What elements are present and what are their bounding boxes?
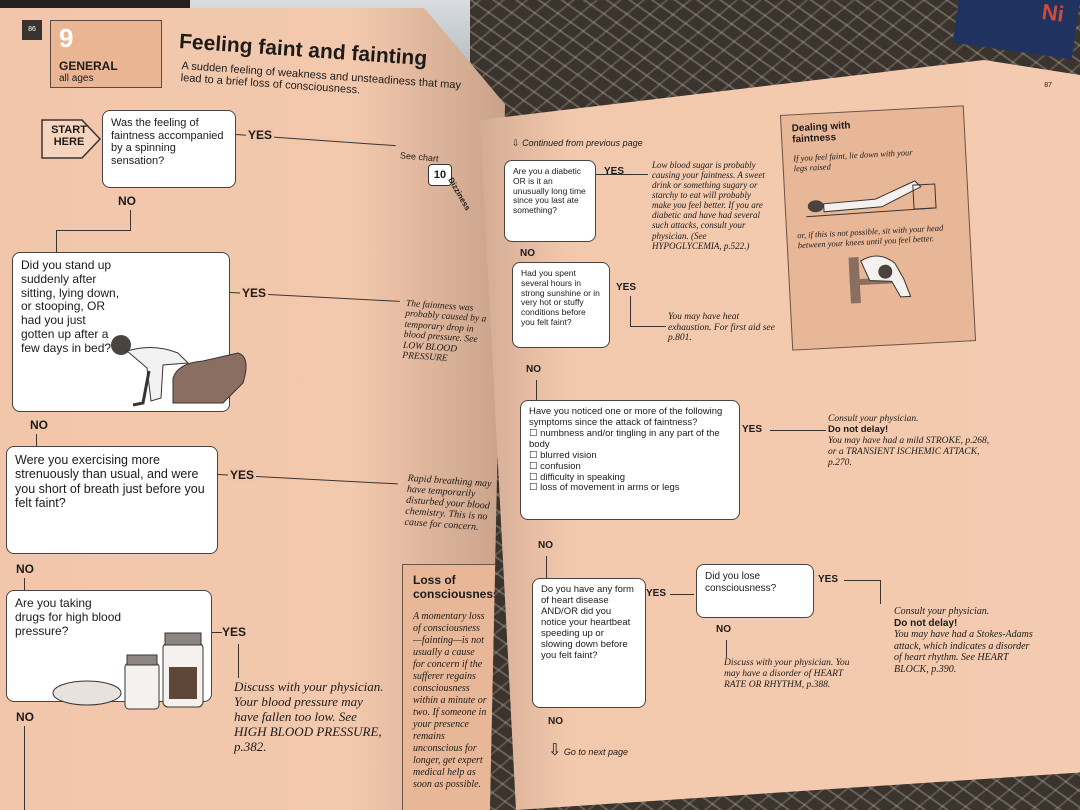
q4-yes-line-b xyxy=(238,644,240,678)
sidebar-text-1: If you feel faint, lie down with your le… xyxy=(792,147,913,174)
q7-yes-label: YES xyxy=(742,424,763,435)
q8-yes-label: YES xyxy=(646,588,667,599)
q1-yes-result: See chart xyxy=(399,150,439,164)
right-page-number: 87 xyxy=(1044,82,1052,89)
q4-yes-result: Discuss with your physician. Your blood … xyxy=(234,679,384,754)
sidebar-text: A momentary loss of consciousness—fainti… xyxy=(413,611,487,790)
q9-no-line xyxy=(726,640,728,658)
loss-of-consciousness-box: Loss of consciousness A momentary loss o… xyxy=(402,564,500,810)
q1-chart-name: Dizziness xyxy=(446,176,473,213)
q9-no-result: Discuss with your physician. You may hav… xyxy=(724,658,850,690)
question-lose-consciousness: Did you lose consciousness? xyxy=(696,564,814,618)
q5-yes-line xyxy=(596,174,648,176)
q7-yes-line xyxy=(770,430,826,432)
q9-yes-result: Consult your physician. Do not delay! Yo… xyxy=(894,606,1033,675)
chapter-category: GENERAL xyxy=(59,59,118,73)
q6-yes-line-b xyxy=(630,326,666,328)
checkbox-icon: ☐ xyxy=(529,471,541,483)
sidebar-title-right: Dealing with faintness xyxy=(791,120,851,146)
chapter-number: 9 xyxy=(59,23,74,53)
start-label: START HERE xyxy=(51,124,87,148)
q4-no-label: NO xyxy=(16,710,34,724)
go-next-label: ⇩ Go to next page xyxy=(548,740,628,760)
q6-yes-label: YES xyxy=(616,282,637,293)
book-spine-text: Ni xyxy=(1040,0,1066,27)
checkbox-icon: ☐ xyxy=(529,482,541,494)
question-heat: Had you spent several hours in strong su… xyxy=(512,262,610,348)
q4-no-line xyxy=(24,726,26,810)
q3-yes-label: YES xyxy=(228,468,257,482)
q8-yes-line xyxy=(670,594,694,596)
q2-yes-label: YES xyxy=(240,286,269,300)
continued-text: Continued from previous page xyxy=(522,138,643,148)
symptom-item: ☐ difficulty in speaking xyxy=(529,471,626,483)
question-stood-up: Did you stand up suddenly after sitting,… xyxy=(12,252,247,412)
start-arrow-shape xyxy=(41,119,102,159)
question-symptoms: Have you noticed one or more of the foll… xyxy=(520,400,740,520)
q7-yes-result: Consult your physician. Do not delay! Yo… xyxy=(828,414,990,468)
q9-no-label: NO xyxy=(716,624,731,635)
checkbox-icon: ☐ xyxy=(529,460,541,472)
question-spinning: Was the feeling of faintness accompanied… xyxy=(102,110,236,188)
continued-arrow-icon: ⇩ xyxy=(512,138,520,148)
q4-yes-label: YES xyxy=(222,625,247,639)
question-diabetic: Are you a diabetic OR is it an unusually… xyxy=(504,160,596,242)
chapter-tab: 9 GENERAL all ages xyxy=(50,20,162,88)
q2-no-line xyxy=(36,434,38,446)
q9-yes-line-b xyxy=(880,580,882,604)
question-heart-disease: Do you have any form of heart disease AN… xyxy=(532,578,646,708)
question-symptoms-text: Have you noticed one or more of the foll… xyxy=(529,406,723,428)
symptom-item: ☐ confusion xyxy=(529,460,581,472)
q6-no-label: NO xyxy=(526,364,541,375)
symptom-item: ☐ loss of movement in arms or legs xyxy=(529,482,680,494)
dealing-with-faintness-box: Dealing with faintness If you feel faint… xyxy=(779,105,977,351)
go-next-text: Go to next page xyxy=(563,747,628,757)
q2-no-label: NO xyxy=(30,418,48,432)
start-arrow: START HERE xyxy=(40,108,102,170)
question-bp-drugs: Are you taking drugs for high blood pres… xyxy=(6,590,212,710)
q9-yes-label: YES xyxy=(818,574,839,585)
q7-no-label: NO xyxy=(538,540,553,551)
q7-no-line xyxy=(546,556,548,578)
q1-yes-label: YES xyxy=(246,128,275,142)
symptom-item: ☐ blurred vision xyxy=(529,449,597,461)
q1-no-line-c xyxy=(56,230,58,252)
q6-yes-line-a xyxy=(630,296,632,326)
sidebar-title: Loss of consciousness xyxy=(413,573,500,601)
question-exercising: Were you exercising more strenuously tha… xyxy=(6,446,218,554)
q2-yes-result: The faintness was probably caused by a t… xyxy=(401,298,487,365)
q4-yes-line-a xyxy=(212,632,222,634)
q1-no-line-b xyxy=(56,230,131,232)
symptom-item: ☐ numbness and/or tingling in any part o… xyxy=(529,427,720,450)
question-stood-up-text: Did you stand up suddenly after sitting,… xyxy=(21,258,120,355)
checkbox-icon: ☐ xyxy=(529,427,541,439)
chapter-category-sub: all ages xyxy=(59,73,94,84)
standing-up-illustration xyxy=(111,335,247,407)
q8-no-label: NO xyxy=(548,716,563,727)
q5-no-label: NO xyxy=(520,248,535,259)
sitting-head-down-illustration xyxy=(848,255,912,304)
right-page: 87 ⇩ Continued from previous page Are yo… xyxy=(480,60,1080,810)
continued-label: ⇩ Continued from previous page xyxy=(512,138,643,149)
q1-no-label: NO xyxy=(118,194,136,208)
q3-no-line xyxy=(24,578,26,590)
left-page-number: 86 xyxy=(22,20,42,40)
q6-yes-result: You may have heat exhaustion. For first … xyxy=(668,312,775,344)
q5-yes-result: Low blood sugar is probably causing your… xyxy=(652,160,765,251)
down-arrow-icon: ⇩ xyxy=(548,742,562,759)
q5-yes-label: YES xyxy=(604,166,625,177)
q1-chart-number: 10 xyxy=(428,164,452,186)
left-page: 86 9 GENERAL all ages Feeling faint and … xyxy=(0,8,505,810)
checkbox-icon: ☐ xyxy=(529,449,541,461)
lying-down-illustration xyxy=(806,180,937,218)
pill-bottles-illustration xyxy=(52,632,204,710)
question-bp-drugs-text: Are you taking drugs for high blood pres… xyxy=(15,596,122,638)
q1-no-line-a xyxy=(130,210,132,230)
q9-yes-line-a xyxy=(844,580,880,582)
q3-no-label: NO xyxy=(16,562,34,576)
q3-yes-result: Rapid breathing may have temporarily dis… xyxy=(404,472,492,533)
page-subtitle: A sudden feeling of weakness and unstead… xyxy=(180,60,462,97)
